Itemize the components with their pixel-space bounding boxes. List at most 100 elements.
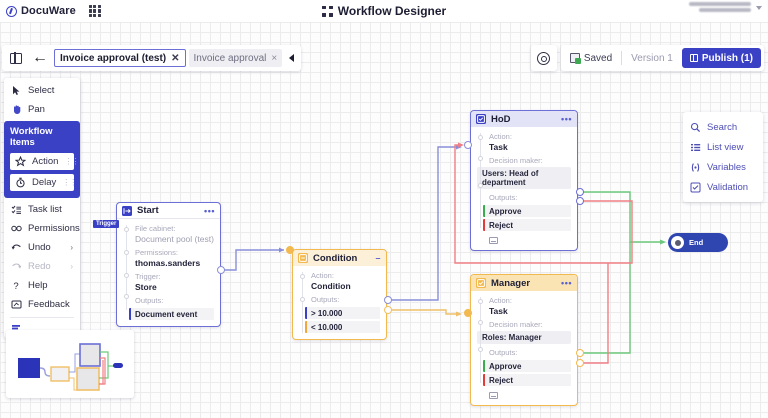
node-hod[interactable]: HoD ••• Action: Task Decision maker: Use…: [470, 110, 578, 251]
menu-item-list-view[interactable]: List view: [683, 137, 763, 157]
output-connector-condition-gt[interactable]: [384, 296, 392, 304]
end-node-icon: [671, 236, 684, 249]
node-menu-icon[interactable]: •••: [204, 205, 215, 216]
drag-handle-icon[interactable]: ⋮⋮: [62, 178, 77, 187]
outputs-label: Outputs:: [135, 296, 164, 305]
menu-item-undo[interactable]: Undo ›: [4, 238, 80, 257]
field-value: Store: [135, 282, 157, 292]
menu-item-variables[interactable]: Variables: [683, 157, 763, 177]
node-header[interactable]: Condition –: [293, 250, 386, 266]
close-icon[interactable]: ✕: [171, 52, 180, 64]
divider: [10, 317, 74, 318]
node-header[interactable]: HoD •••: [471, 111, 577, 127]
menu-item-pan[interactable]: Pan: [4, 100, 80, 119]
back-button[interactable]: ←: [30, 48, 50, 68]
output-connector-hod-approve[interactable]: [576, 188, 584, 196]
output-connector-manager-reject[interactable]: [576, 359, 584, 367]
node-output-less-than[interactable]: < 10.000: [305, 321, 380, 333]
input-connector-condition[interactable]: [286, 246, 294, 254]
workflow-canvas[interactable]: ← Invoice approval (test) ✕ Invoice appr…: [0, 22, 768, 418]
node-header[interactable]: Start •••: [117, 203, 220, 219]
rail-dot: [124, 294, 129, 299]
menu-item-redo[interactable]: Redo ›: [4, 257, 80, 276]
menu-item-select[interactable]: Select: [4, 81, 80, 100]
validation-icon: [690, 182, 701, 193]
node-menu-icon[interactable]: •••: [561, 114, 572, 124]
chevron-down-icon[interactable]: [756, 6, 762, 10]
output-connector-manager-approve[interactable]: [576, 349, 584, 357]
field-label: Action:: [311, 271, 334, 280]
settings-button[interactable]: [530, 45, 557, 71]
node-start[interactable]: Start ••• File cabinet: Document pool (t…: [116, 202, 221, 327]
node-title: Condition: [313, 252, 358, 264]
field-value: Task: [489, 142, 508, 152]
node-output-document-event[interactable]: Document event: [129, 308, 214, 320]
variables-icon: [690, 162, 701, 173]
apps-grid-icon[interactable]: [88, 4, 102, 18]
node-output-approve[interactable]: Approve: [483, 205, 571, 217]
tab-invoice-approval-test[interactable]: Invoice approval (test) ✕: [54, 49, 186, 67]
task-icon: [476, 278, 486, 288]
node-manager[interactable]: Manager ••• Action: Task Decision maker:…: [470, 274, 578, 406]
menu-item-feedback[interactable]: Feedback: [4, 295, 80, 314]
minimap[interactable]: [6, 330, 134, 398]
output-connector-hod-reject[interactable]: [576, 197, 584, 205]
mail-icon: [489, 237, 498, 244]
canvas-toolbar-left: ← Invoice approval (test) ✕ Invoice appr…: [2, 45, 302, 71]
node-title: End: [689, 238, 704, 247]
account-menu[interactable]: [689, 2, 762, 14]
node-body: Action: Condition Outputs: > 10.000 < 10…: [293, 266, 386, 339]
outputs-label: Outputs:: [311, 295, 340, 304]
output-connector-condition-lt[interactable]: [384, 306, 392, 314]
cursor-arrow-icon: [11, 85, 22, 96]
decision-maker-pill[interactable]: Roles: Manager: [477, 331, 571, 344]
node-body: File cabinet: Document pool (test) Permi…: [117, 219, 220, 326]
node-collapse-icon[interactable]: –: [375, 253, 381, 263]
start-flow-icon: [122, 205, 132, 216]
workflow-item-delay[interactable]: Delay ⋮⋮: [10, 174, 77, 191]
account-name-redacted: [689, 2, 751, 14]
menu-item-task-list[interactable]: Task list: [4, 200, 80, 219]
menu-item-permissions[interactable]: Permissions: [4, 219, 80, 238]
condition-icon: [298, 253, 308, 263]
rail-dot: [300, 274, 305, 279]
publish-button[interactable]: Publish (1): [681, 48, 761, 68]
menu-item-search[interactable]: Search: [683, 117, 763, 137]
node-output-reject[interactable]: Reject: [483, 219, 571, 231]
output-connector-start[interactable]: [217, 266, 225, 274]
side-panel-toggle-button[interactable]: [6, 48, 26, 68]
node-output-greater-than[interactable]: > 10.000: [305, 307, 380, 319]
menu-item-label: Select: [28, 85, 55, 96]
chevron-right-icon[interactable]: ›: [70, 243, 73, 252]
rail-dot: [124, 273, 129, 278]
node-end[interactable]: End: [668, 233, 728, 252]
input-connector-manager[interactable]: [464, 309, 472, 317]
field-value: Condition: [311, 281, 351, 291]
workflow-item-action[interactable]: Action ⋮⋮: [10, 153, 79, 170]
brand[interactable]: DocuWare: [0, 5, 76, 17]
input-connector-hod[interactable]: [464, 141, 472, 149]
decision-maker-pill[interactable]: Users: Head of department: [477, 167, 571, 189]
node-condition[interactable]: Condition – Action: Condition Outputs: >…: [292, 249, 387, 340]
tab-invoice-approval[interactable]: Invoice approval ×: [188, 49, 283, 67]
node-header[interactable]: Manager •••: [471, 275, 577, 291]
chevron-right-icon[interactable]: ›: [70, 262, 73, 271]
rail-dot: [478, 183, 483, 188]
status-actions-group: Saved Version 1 Publish (1): [560, 45, 764, 71]
minimap-graph: [18, 343, 123, 391]
collapse-left-icon[interactable]: [289, 54, 295, 62]
drag-handle-icon[interactable]: ⋮⋮: [64, 157, 79, 166]
hand-pan-icon: [11, 104, 22, 115]
node-output-reject[interactable]: Reject: [483, 374, 571, 386]
tab-label: Invoice approval: [193, 52, 267, 64]
menu-item-validation[interactable]: Validation: [683, 177, 763, 197]
publish-label: Publish (1): [701, 52, 753, 64]
list-view-icon: [690, 142, 701, 153]
menu-item-help[interactable]: ? Help: [4, 276, 80, 295]
node-menu-icon[interactable]: •••: [561, 278, 572, 288]
workflow-items-title: Workflow Items: [10, 126, 53, 148]
close-icon[interactable]: ×: [271, 52, 278, 64]
node-output-approve[interactable]: Approve: [483, 360, 571, 372]
rail-dot: [300, 297, 305, 302]
field-value: Task: [489, 306, 508, 316]
